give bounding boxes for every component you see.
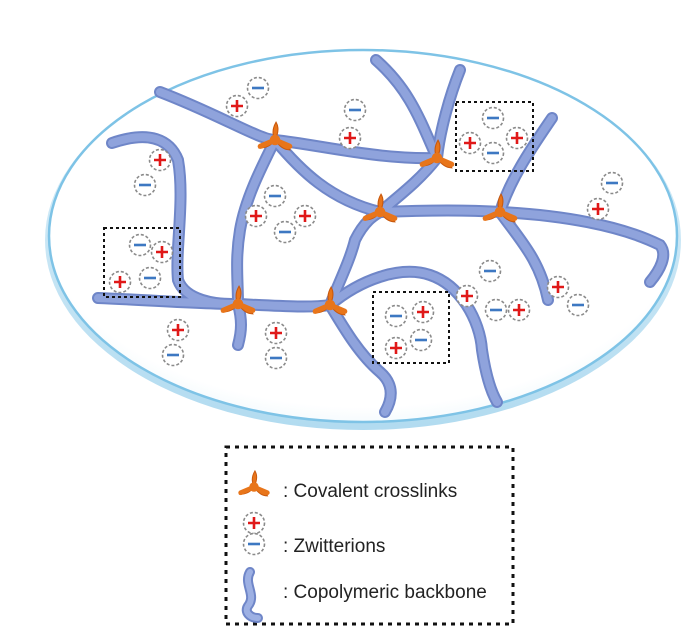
backbone-strand-highlight xyxy=(233,136,279,308)
crosslinks-layer xyxy=(220,121,518,316)
minus-ion-icon xyxy=(481,141,505,165)
legend-backbone-label: : Copolymeric backbone xyxy=(283,582,487,603)
minus-ion-icon xyxy=(343,98,367,122)
cluster-box xyxy=(103,227,181,298)
backbone-strand-highlight xyxy=(108,133,242,309)
plus-ion-icon xyxy=(108,270,132,294)
plus-ion-icon xyxy=(148,148,172,172)
minus-ion-icon xyxy=(161,343,185,367)
plus-ion-icon xyxy=(505,126,529,150)
backbone-strand-highlight xyxy=(376,206,668,286)
plus-ion-icon xyxy=(507,298,531,322)
plus-ion-icon xyxy=(384,336,408,360)
plus-ion-icon xyxy=(411,300,435,324)
backbone-strand-highlight xyxy=(496,114,556,216)
crosslink-star-icon xyxy=(312,286,348,316)
plus-ion-icon xyxy=(293,204,317,228)
minus-ion-icon xyxy=(273,220,297,244)
zwitterions-layer xyxy=(108,76,624,370)
minus-ion-icon xyxy=(242,532,266,556)
cluster-box xyxy=(455,101,534,172)
crosslink-star-icon xyxy=(220,285,256,315)
minus-ion-icon xyxy=(133,173,157,197)
crosslink-star-icon xyxy=(238,469,270,497)
legend-zwitterions-label: : Zwitterions xyxy=(283,536,385,557)
minus-ion-icon xyxy=(478,259,502,283)
backbone-strand-highlight xyxy=(326,301,395,416)
backbone-strand-highlight xyxy=(496,208,552,304)
legend: : Covalent crosslinks : Zwitterions : Co… xyxy=(224,445,515,626)
plus-ion-icon xyxy=(225,94,249,118)
plus-ion-icon xyxy=(458,131,482,155)
minus-ion-icon xyxy=(384,304,408,328)
cluster-box xyxy=(372,291,450,364)
crosslink-star-icon xyxy=(257,121,293,151)
crosslink-star-icon xyxy=(419,139,455,169)
backbone-strand-highlight xyxy=(372,56,441,162)
minus-ion-icon xyxy=(264,346,288,370)
plus-ion-icon xyxy=(150,240,174,264)
legend-box xyxy=(224,445,515,626)
minus-ion-icon xyxy=(600,171,624,195)
minus-ion-icon xyxy=(566,293,590,317)
plus-ion-icon xyxy=(242,511,266,535)
plus-ion-icon xyxy=(338,126,362,150)
legend-crosslinks-label: : Covalent crosslinks xyxy=(283,481,457,502)
backbone-strand-highlight xyxy=(271,136,384,216)
plus-ion-icon xyxy=(455,284,479,308)
crosslink-star-icon xyxy=(362,193,398,223)
crosslink-star-icon xyxy=(482,193,518,223)
plus-ion-icon xyxy=(244,204,268,228)
minus-ion-icon xyxy=(246,76,270,100)
plus-ion-icon xyxy=(264,321,288,345)
plus-ion-icon xyxy=(166,318,190,342)
zwitterion-pair-icon xyxy=(242,511,266,556)
minus-ion-icon xyxy=(484,298,508,322)
minus-ion-icon xyxy=(263,184,287,208)
minus-ion-icon xyxy=(409,328,433,352)
backbone-strand-highlight xyxy=(234,300,245,349)
backbone-strand-highlight xyxy=(376,154,441,216)
plus-ion-icon xyxy=(546,275,570,299)
crosslink-star-icon xyxy=(238,469,270,497)
plus-ion-icon xyxy=(586,197,610,221)
minus-ion-icon xyxy=(128,233,152,257)
cluster-boxes xyxy=(103,101,534,364)
backbone-strand-icon xyxy=(241,567,263,623)
minus-ion-icon xyxy=(481,106,505,130)
minus-ion-icon xyxy=(138,266,162,290)
